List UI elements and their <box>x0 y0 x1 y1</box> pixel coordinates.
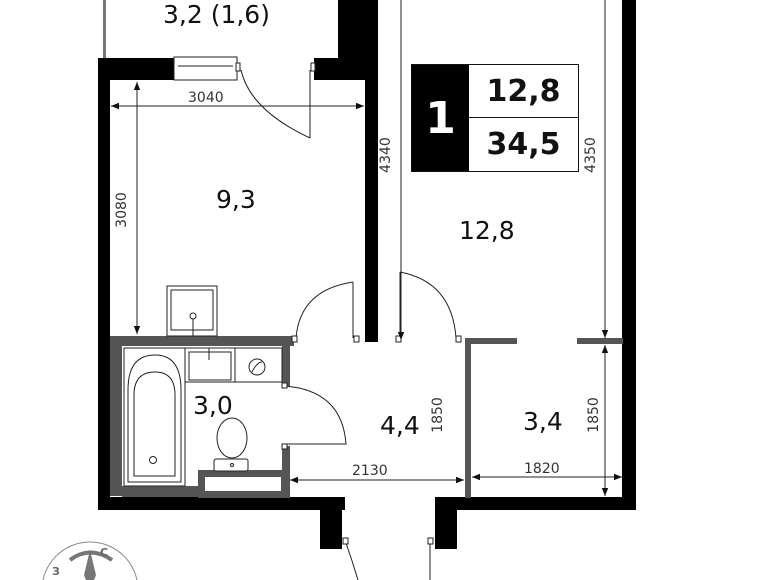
compass-west-label: З <box>52 565 60 578</box>
dim-living-depth-left: 4340 <box>377 137 394 173</box>
exterior-walls <box>98 0 636 549</box>
dim-kitchen-depth: 3080 <box>113 192 130 228</box>
compass-north-label: С <box>100 546 109 559</box>
toilet <box>213 417 249 472</box>
bathroom-shelf <box>205 477 281 491</box>
kitchen-sink <box>166 285 218 337</box>
wardrobe-partitions <box>465 338 623 498</box>
bathroom-sink <box>184 347 236 383</box>
balcony-area: 3,2 (1,6) <box>163 0 270 29</box>
bathroom-area: 3,0 <box>193 391 233 420</box>
hallway-area: 4,4 <box>380 411 420 440</box>
dimension-lines <box>111 0 622 496</box>
apartment-summary-badge: 1 12,8 34,5 <box>411 64 579 172</box>
compass-icon <box>42 541 138 580</box>
interior-doors <box>281 271 462 580</box>
kitchen-area: 9,3 <box>216 185 256 214</box>
dim-living-depth-right: 4350 <box>582 137 599 173</box>
dim-wardrobe-depth: 1850 <box>585 397 602 433</box>
balcony-door <box>173 56 316 139</box>
washing-machine <box>234 347 283 383</box>
rooms-count: 1 <box>412 65 469 171</box>
dim-hallway-width: 2130 <box>352 463 388 479</box>
balcony <box>103 0 106 58</box>
wardrobe-area: 3,4 <box>523 407 563 436</box>
dim-wardrobe-width: 1820 <box>524 461 560 477</box>
total-area-value: 34,5 <box>486 127 561 162</box>
dim-hallway-depth: 1850 <box>429 397 446 433</box>
living-area-value: 12,8 <box>469 65 578 118</box>
bathtub <box>123 347 186 487</box>
dim-kitchen-width: 3040 <box>188 90 224 106</box>
living-room-area: 12,8 <box>459 216 515 245</box>
